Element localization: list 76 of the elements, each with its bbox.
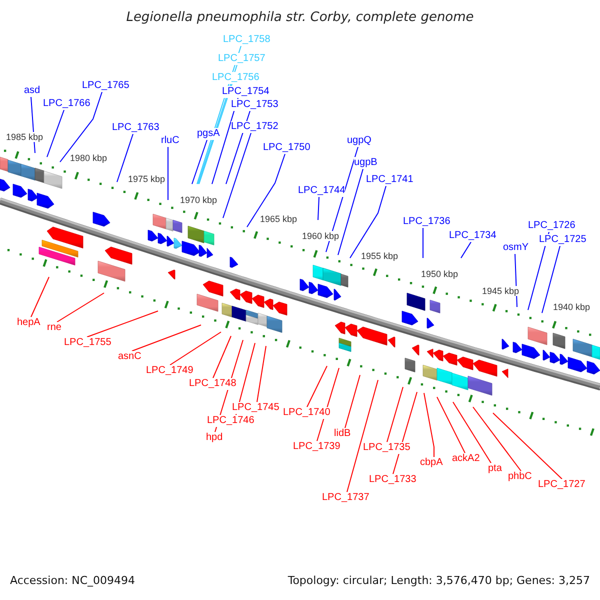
- gene-label: LPC_1735: [363, 442, 410, 454]
- leader-line: [350, 186, 386, 258]
- gene-label: cbpA: [420, 457, 443, 469]
- scale-label: 1985 kbp: [6, 132, 44, 142]
- leader-line: [460, 242, 472, 258]
- leader-line: [192, 140, 208, 184]
- gene-label: hepA: [17, 317, 40, 329]
- gene-label: LPC_1749: [146, 365, 194, 377]
- leader-line: [386, 386, 404, 442]
- leader-line: [46, 110, 64, 158]
- leader-line: [132, 324, 202, 352]
- leader-line: [86, 310, 158, 338]
- leader-line: [346, 380, 378, 492]
- gene-label: LPC_1733: [369, 474, 416, 486]
- scale-label: 1970 kbp: [180, 195, 218, 205]
- leader-line: [256, 346, 266, 402]
- gene-label: LPC_1745: [232, 402, 280, 414]
- gene-label: hpd: [206, 432, 223, 444]
- gene-label: LPC_1726: [528, 220, 576, 232]
- scale-label: 1965 kbp: [260, 214, 298, 224]
- gene-label: phbC: [508, 471, 532, 483]
- scale-label: 1950 kbp: [421, 269, 458, 279]
- gene-label: LPC_1752: [231, 121, 278, 133]
- leader-line: [472, 406, 522, 472]
- gene-label: LPC_1725: [539, 234, 586, 246]
- leader-line: [212, 336, 232, 378]
- gene-label: LPC_1748: [189, 378, 236, 390]
- scale-label: 1975 kbp: [128, 174, 166, 184]
- scale-label: 1945 kbp: [482, 286, 520, 296]
- leader-line: [492, 412, 562, 480]
- gene-label: ugpQ: [347, 135, 372, 147]
- gene-label: LPC_1765: [82, 80, 130, 92]
- leader-line: [424, 392, 434, 458]
- leader-line: [60, 92, 102, 162]
- leader-line: [56, 292, 104, 322]
- gene-label: LPC_1727: [538, 479, 586, 491]
- scale-label: 1980 kbp: [70, 153, 108, 163]
- gene-label: ugpB: [354, 157, 378, 169]
- gene-label: LPC_1755: [64, 337, 112, 349]
- gene-label: LPC_1744: [298, 185, 346, 197]
- gene-label: pta: [488, 463, 502, 475]
- accession-note: Accession: NC_009494: [10, 574, 136, 588]
- gene-label: LPC_1736: [403, 216, 450, 228]
- leader-line: [246, 154, 286, 228]
- gene-label: LPC_1766: [43, 98, 90, 110]
- gene-label: LPC_1734: [449, 230, 496, 242]
- leader-line: [30, 276, 50, 318]
- gene-label: LPC_1746: [207, 415, 254, 427]
- gene-label: LPC_1739: [293, 441, 340, 453]
- gene-label: LPC_1757: [218, 53, 266, 65]
- gene-label: pgsA: [197, 128, 220, 140]
- scale-label: 1955 kbp: [361, 251, 398, 261]
- gene-label: LPC_1763: [112, 122, 160, 134]
- leader-line: [542, 246, 560, 314]
- gene-label: LPC_1750: [263, 142, 310, 154]
- gene-label: LPC_1754: [222, 86, 270, 98]
- leader-line: [170, 332, 222, 366]
- leader-line: [116, 134, 134, 182]
- gene-label: LPC_1737: [322, 492, 370, 504]
- gene-label: LPC_1756: [212, 72, 260, 84]
- scale-label: 1940 kbp: [553, 302, 590, 312]
- gene-label: LPC_1758: [223, 34, 270, 46]
- leader-line: [338, 168, 364, 256]
- leader-line: [344, 374, 360, 428]
- gene-label: LPC_1740: [283, 407, 330, 419]
- leader-line: [222, 132, 252, 218]
- scale-label: 1960 kbp: [302, 231, 340, 241]
- gene-label: LPC_1741: [366, 174, 414, 186]
- gene-label: LPC_1753: [231, 99, 278, 111]
- leader-line: [452, 402, 492, 464]
- leader-line: [318, 196, 320, 220]
- diagram-title: Legionella pneumophila str. Corby, complete genome: [126, 10, 474, 26]
- leader-line: [436, 396, 466, 454]
- genome-summary: Topology: circular; Length: 3,576,470 bp; Genes: 3,257: [288, 574, 590, 588]
- leader-line: [306, 366, 328, 408]
- leader-line: [422, 228, 424, 258]
